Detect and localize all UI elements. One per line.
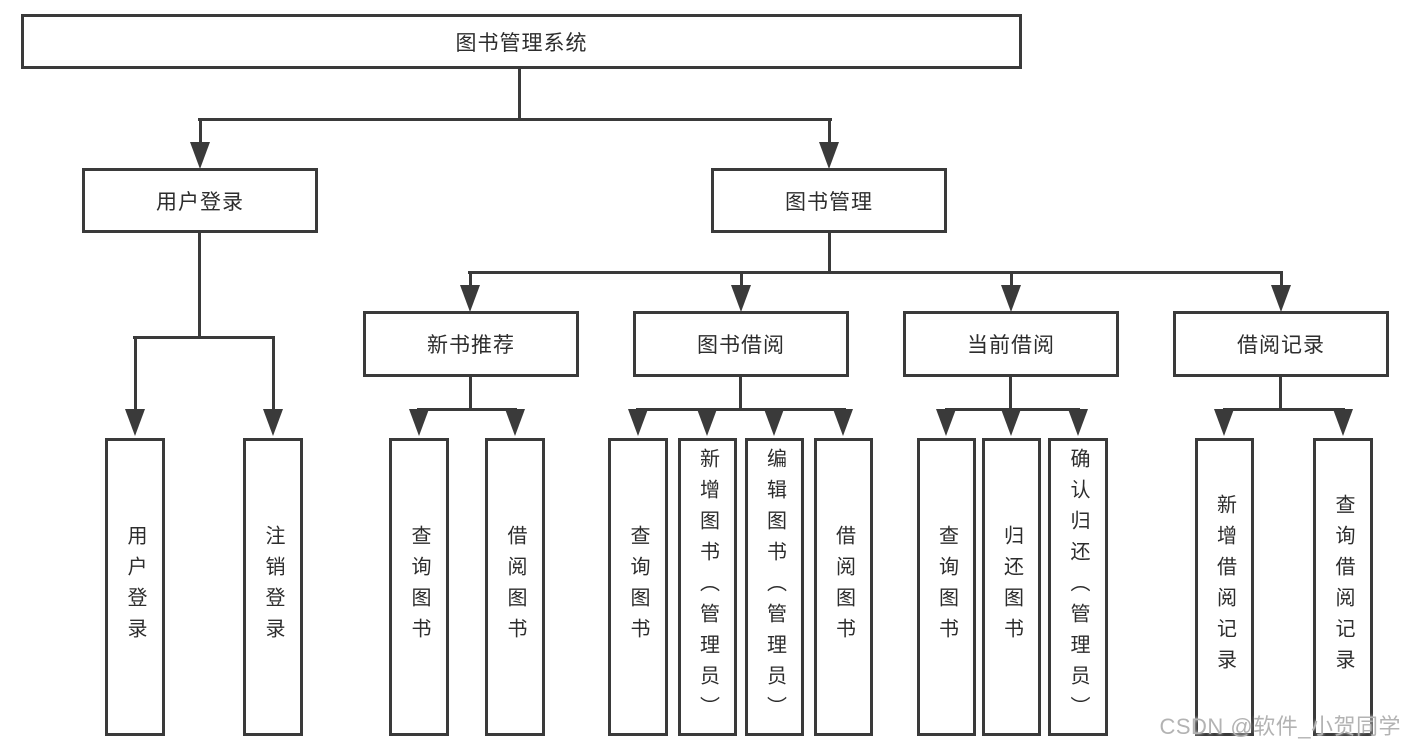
leaf-borrow-books-label: 借阅图书 [832, 525, 855, 649]
arrow-down-icon [819, 142, 839, 169]
arrow-down-icon [505, 409, 525, 436]
node-user-login: 用户登录 [82, 168, 318, 233]
arrow-down-icon [731, 285, 751, 312]
leaf-user-login-label: 用户登录 [124, 525, 146, 649]
leaf-return-books: 归还图书 [982, 438, 1041, 736]
connector-line [133, 336, 275, 339]
connector-line [1009, 377, 1012, 411]
connector-line [518, 69, 521, 121]
node-borrowing-records-label: 借阅记录 [1237, 334, 1325, 357]
node-book-borrowing: 图书借阅 [633, 311, 849, 377]
leaf-confirm-return-admin: 确认归还（管理员） [1048, 438, 1108, 736]
leaf-query-books-borrowing: 查询图书 [608, 438, 668, 736]
connector-line [198, 118, 832, 121]
connector-line [1280, 271, 1283, 287]
node-current-borrowing: 当前借阅 [903, 311, 1119, 377]
arrow-down-icon [460, 285, 480, 312]
node-current-borrowing-label: 当前借阅 [967, 334, 1055, 357]
leaf-borrow-books-recommend: 借阅图书 [485, 438, 545, 736]
connector-line [199, 118, 202, 144]
leaf-add-borrow-record: 新增借阅记录 [1195, 438, 1254, 736]
connector-line [1223, 408, 1345, 411]
leaf-add-books-admin-label: 新增图书（管理员） [696, 447, 719, 727]
arrow-down-icon [1271, 285, 1291, 312]
leaf-logout: 注销登录 [243, 438, 303, 736]
leaf-query-books-recommend: 查询图书 [389, 438, 449, 736]
node-book-borrowing-label: 图书借阅 [697, 334, 785, 357]
arrow-down-icon [764, 409, 784, 436]
arrow-down-icon [409, 409, 429, 436]
arrow-down-icon [1001, 409, 1021, 436]
node-library-system: 图书管理系统 [21, 14, 1022, 69]
connector-line [636, 408, 846, 411]
arrow-down-icon [1068, 409, 1088, 436]
watermark: CSDN @软件_小贺同学 [1159, 714, 1401, 739]
connector-line [740, 271, 743, 287]
node-book-management-label: 图书管理 [785, 190, 873, 214]
connector-line [468, 271, 1282, 274]
arrow-down-icon [833, 409, 853, 436]
leaf-query-borrow-record-label: 查询借阅记录 [1332, 494, 1354, 680]
arrow-down-icon [125, 409, 145, 436]
leaf-query-books-current-label: 查询图书 [935, 525, 958, 649]
node-new-book-recommend: 新书推荐 [363, 311, 579, 377]
leaf-return-books-label: 归还图书 [1000, 525, 1023, 649]
connector-line [1010, 271, 1013, 287]
leaf-query-borrow-record: 查询借阅记录 [1313, 438, 1373, 736]
connector-line [469, 271, 472, 287]
leaf-query-books-recommend-label: 查询图书 [408, 525, 430, 649]
leaf-query-books-borrowing-label: 查询图书 [627, 525, 649, 649]
arrow-down-icon [936, 409, 956, 436]
arrow-down-icon [697, 409, 717, 436]
leaf-confirm-return-admin-label: 确认归还（管理员） [1067, 447, 1089, 727]
leaf-edit-books-admin: 编辑图书（管理员） [745, 438, 804, 736]
connector-line [1279, 377, 1282, 411]
leaf-edit-books-admin-label: 编辑图书（管理员） [763, 447, 786, 727]
connector-line [417, 408, 517, 411]
leaf-borrow-books: 借阅图书 [814, 438, 873, 736]
arrow-down-icon [1333, 409, 1353, 436]
node-new-book-recommend-label: 新书推荐 [427, 334, 515, 357]
connector-line [828, 118, 831, 144]
connector-line [828, 233, 831, 273]
connector-line [272, 336, 275, 410]
leaf-add-borrow-record-label: 新增借阅记录 [1213, 494, 1236, 680]
leaf-add-books-admin: 新增图书（管理员） [678, 438, 737, 736]
leaf-logout-label: 注销登录 [262, 525, 284, 649]
arrow-down-icon [1214, 409, 1234, 436]
node-book-management: 图书管理 [711, 168, 947, 233]
arrow-down-icon [628, 409, 648, 436]
node-borrowing-records: 借阅记录 [1173, 311, 1389, 377]
node-user-login-label: 用户登录 [156, 190, 244, 214]
arrow-down-icon [1001, 285, 1021, 312]
connector-line [469, 377, 472, 411]
connector-line [134, 336, 137, 410]
leaf-user-login: 用户登录 [105, 438, 165, 736]
arrow-down-icon [190, 142, 210, 169]
connector-line [739, 377, 742, 411]
leaf-borrow-books-recommend-label: 借阅图书 [504, 525, 526, 649]
connector-line [198, 233, 201, 337]
leaf-query-books-current: 查询图书 [917, 438, 976, 736]
arrow-down-icon [263, 409, 283, 436]
node-library-system-label: 图书管理系统 [455, 31, 588, 55]
